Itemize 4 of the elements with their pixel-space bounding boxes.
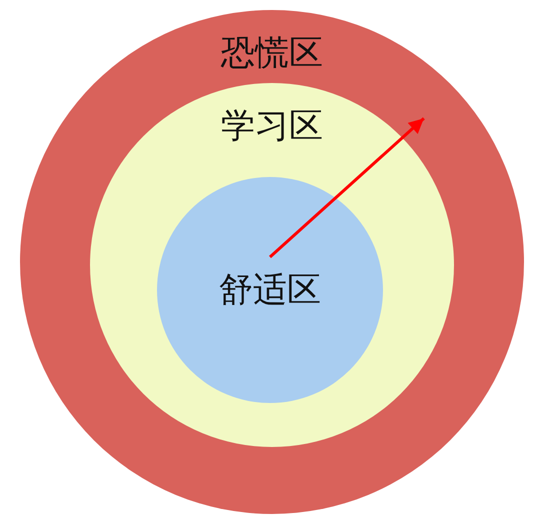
zone-label: 恐慌区 bbox=[220, 32, 324, 75]
zone-label: 学习区 bbox=[220, 105, 324, 148]
arrow bbox=[269, 117, 425, 258]
zone-label: 舒适区 bbox=[218, 269, 322, 312]
